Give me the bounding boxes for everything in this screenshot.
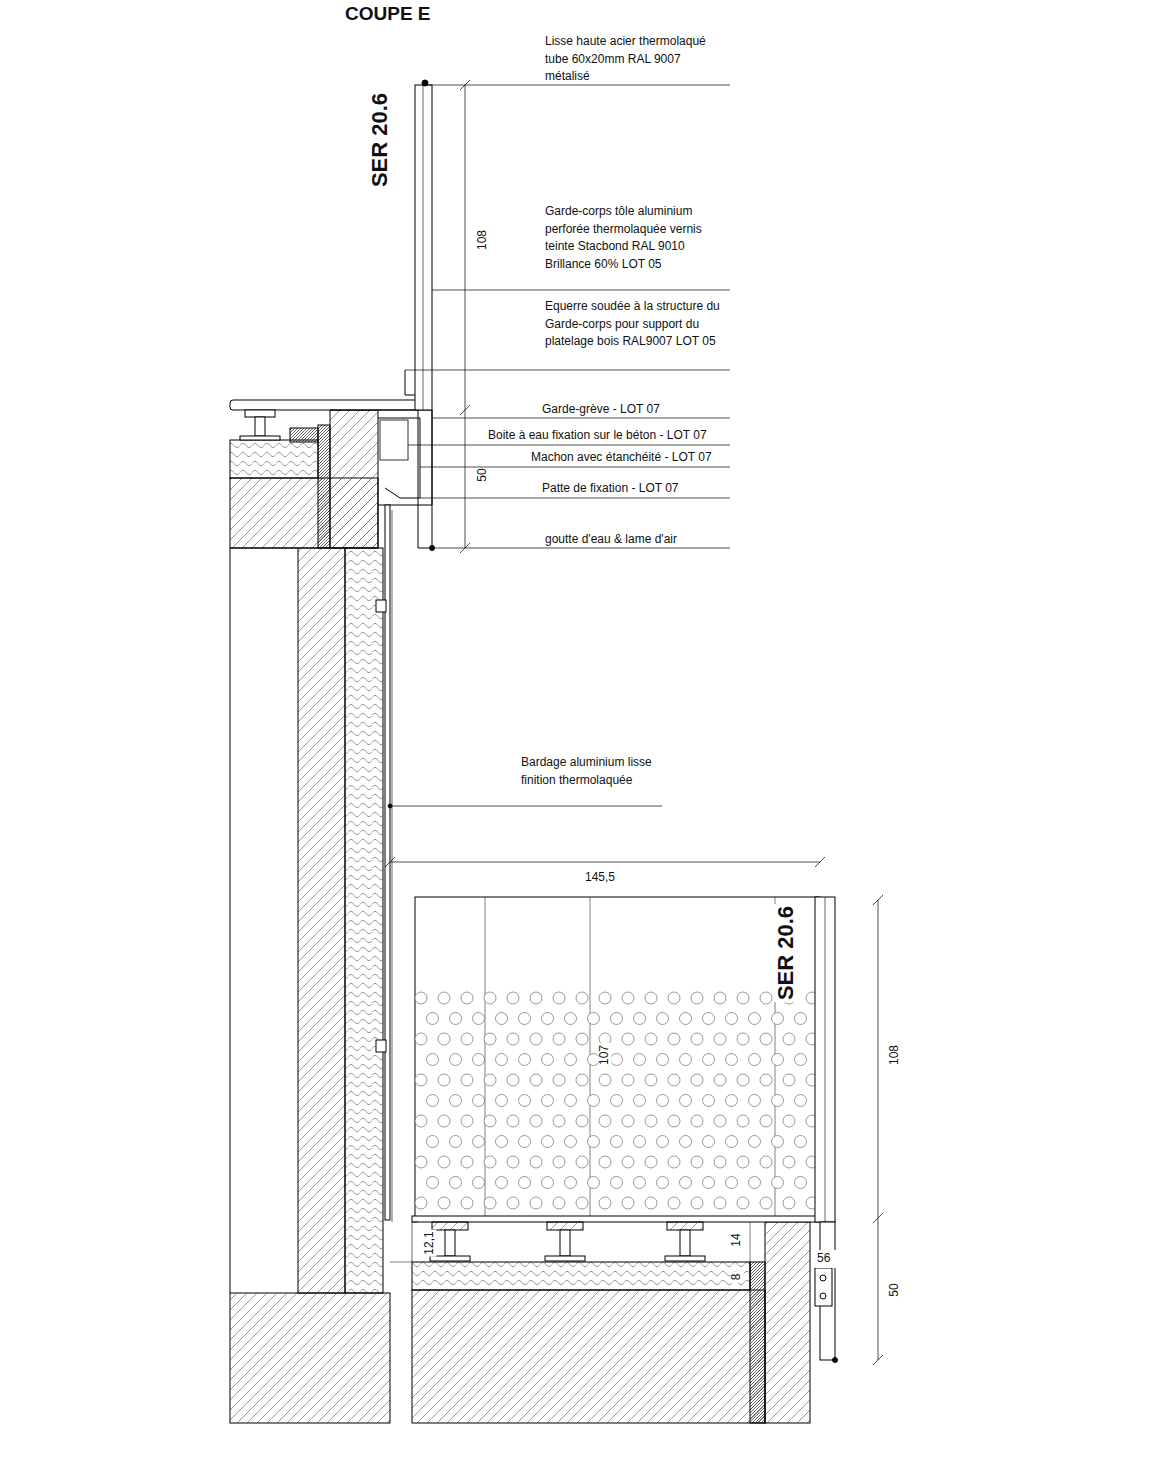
dimension: 107 bbox=[598, 1043, 611, 1067]
dimension: 50 bbox=[888, 1283, 901, 1296]
part-note: Patte de fixation - LOT 07 bbox=[542, 480, 732, 498]
dimension: 8 bbox=[730, 1272, 743, 1283]
part-note: goutte d'eau & lame d'air bbox=[545, 531, 735, 549]
leader-lines bbox=[385, 85, 825, 867]
lower-detail bbox=[230, 895, 883, 1423]
section-reference: SER 20.6 bbox=[774, 904, 798, 1002]
material-note: Garde-corps tôle aluminium perforée ther… bbox=[545, 203, 723, 273]
material-note: Bardage aluminium lisse finition thermol… bbox=[521, 754, 671, 789]
part-note: Machon avec étanchéité - LOT 07 bbox=[531, 449, 731, 467]
dimension: 145,5 bbox=[585, 869, 625, 887]
dimension: 108 bbox=[888, 1045, 901, 1065]
section-title: COUPE E bbox=[345, 2, 431, 26]
section-reference: SER 20.6 bbox=[368, 93, 392, 187]
part-note: Boite à eau fixation sur le béton - LOT … bbox=[488, 427, 728, 445]
dimension: 12,1 bbox=[423, 1229, 436, 1256]
material-note: Equerre soudée à la structure du Garde-c… bbox=[545, 298, 733, 351]
dimension: 14 bbox=[730, 1231, 743, 1248]
material-note: Lisse haute acier thermolaqué tube 60x20… bbox=[545, 33, 720, 86]
dimension: 108 bbox=[476, 230, 489, 250]
part-note: Garde-grève - LOT 07 bbox=[542, 401, 732, 419]
dimension: 56 bbox=[815, 1250, 841, 1268]
dimension: 50 bbox=[476, 468, 489, 481]
